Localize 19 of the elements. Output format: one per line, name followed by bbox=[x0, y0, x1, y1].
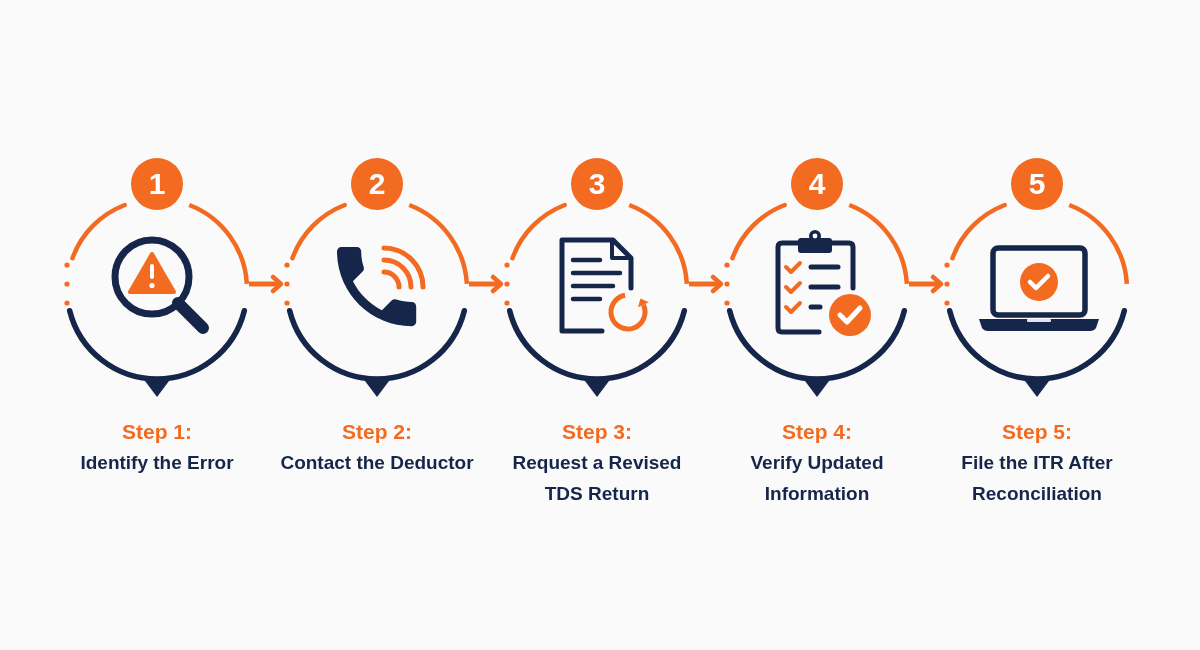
step-label: Step 1: bbox=[121, 419, 193, 445]
step-number: 5 bbox=[1011, 158, 1063, 210]
step-title: File the ITR After Reconciliation bbox=[960, 451, 1114, 506]
step-number: 4 bbox=[791, 158, 843, 210]
step-number: 2 bbox=[351, 158, 403, 210]
step-label: Step 3: bbox=[561, 419, 633, 445]
step-title: Contact the Deductor bbox=[279, 451, 475, 475]
step-number: 3 bbox=[571, 158, 623, 210]
arrow bbox=[909, 274, 944, 294]
arrow bbox=[249, 274, 284, 294]
step-label: Step 5: bbox=[1001, 419, 1073, 445]
step-label: Step 4: bbox=[781, 419, 853, 445]
step-title: Identify the Error bbox=[79, 451, 235, 475]
arrow bbox=[469, 274, 504, 294]
step-label: Step 2: bbox=[341, 419, 413, 445]
step-title: Request a Revised TDS Return bbox=[511, 451, 683, 506]
step-number: 1 bbox=[131, 158, 183, 210]
arrow bbox=[689, 274, 724, 294]
step-title: Verify Updated Information bbox=[749, 451, 885, 506]
